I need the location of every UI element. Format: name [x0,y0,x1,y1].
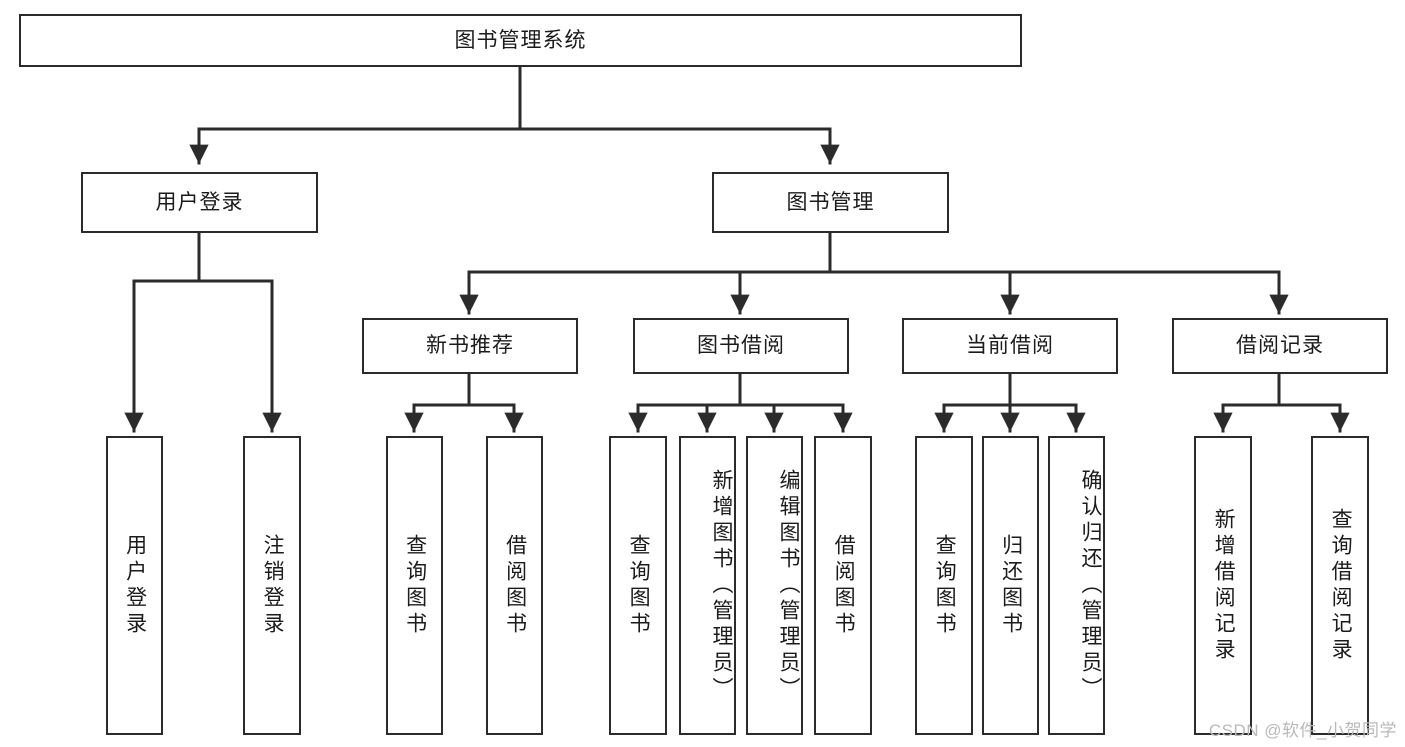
node-root-book-management-system[interactable]: 图书管理系统 [19,14,1022,67]
node-label: 新增借阅记录 [1212,507,1236,664]
leaf-borrow-edit-book-admin[interactable]: 编辑图书（管理员） [746,436,803,735]
node-label: 当前借阅 [966,334,1054,358]
node-label: 借阅图书 [503,533,527,638]
leaf-current-confirm-return-admin[interactable]: 确认归还（管理员） [1048,436,1105,735]
node-label: 用户登录 [123,533,147,638]
node-new-book-recommend[interactable]: 新书推荐 [362,318,578,374]
leaf-recommend-borrow-book[interactable]: 借阅图书 [486,436,543,735]
node-label: 注销登录 [261,533,285,638]
leaf-current-return-book[interactable]: 归还图书 [982,436,1039,735]
leaf-user-login-login[interactable]: 用户登录 [106,436,163,735]
leaf-recommend-query-book[interactable]: 查询图书 [386,436,443,735]
leaf-borrow-borrow-book[interactable]: 借阅图书 [814,436,872,735]
node-book-management[interactable]: 图书管理 [712,172,949,233]
node-current-borrow[interactable]: 当前借阅 [902,318,1118,374]
node-label: 查询借阅记录 [1329,507,1353,664]
node-label: 借阅记录 [1236,334,1324,358]
node-book-borrow[interactable]: 图书借阅 [633,318,849,374]
node-label: 归还图书 [999,533,1023,638]
node-label: 用户登录 [155,190,244,214]
node-label: 图书管理 [786,190,875,214]
leaf-record-add-borrow-record[interactable]: 新增借阅记录 [1194,436,1252,735]
node-label: 查询图书 [403,533,427,638]
leaf-record-query-borrow-record[interactable]: 查询借阅记录 [1311,436,1369,735]
node-label: 图书管理系统 [454,28,587,52]
node-user-login[interactable]: 用户登录 [81,172,318,233]
node-label: 查询图书 [933,533,957,638]
leaf-current-query-book[interactable]: 查询图书 [915,436,973,735]
leaf-borrow-query-book[interactable]: 查询图书 [609,436,667,735]
node-label: 编辑图书（管理员） [777,468,800,703]
node-label: 图书借阅 [697,334,785,358]
node-label: 新书推荐 [426,334,514,358]
leaf-borrow-add-book-admin[interactable]: 新增图书（管理员） [679,436,736,735]
watermark: CSDN @软件_小贺同学 [1208,721,1397,740]
node-label: 确认归还（管理员） [1079,468,1102,703]
node-label: 借阅图书 [832,533,856,638]
leaf-user-login-logout[interactable]: 注销登录 [243,436,301,735]
node-label: 新增图书（管理员） [710,468,733,703]
node-label: 查询图书 [627,533,651,638]
node-borrow-record[interactable]: 借阅记录 [1172,318,1388,374]
